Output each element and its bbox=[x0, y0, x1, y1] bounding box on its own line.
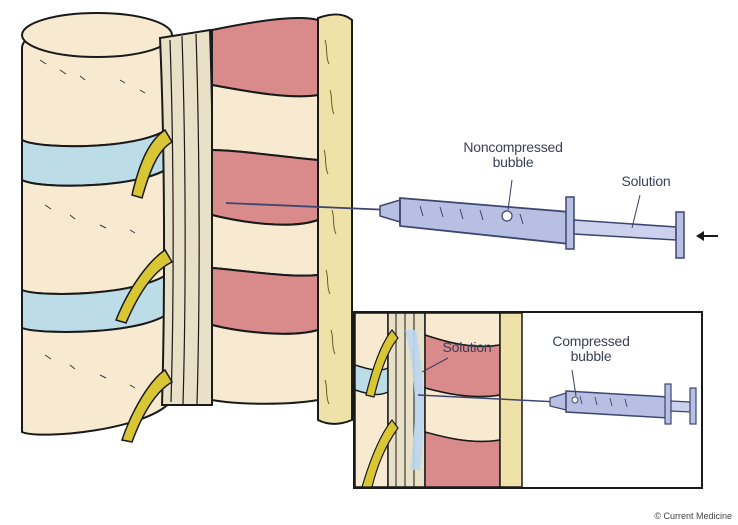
copyright-credit: © Current Medicine bbox=[654, 511, 732, 521]
lamina-3 bbox=[212, 325, 318, 404]
label-solution-main: Solution bbox=[608, 174, 684, 189]
left-arrow-icon bbox=[696, 231, 718, 241]
posterior-elements bbox=[212, 18, 318, 404]
label-solution-inset: Solution bbox=[432, 340, 502, 355]
label-compressed-bubble: Compressed bubble bbox=[536, 334, 646, 364]
vertebral-column bbox=[22, 13, 172, 435]
lamina-1 bbox=[212, 85, 318, 160]
main-syringe-flange bbox=[566, 197, 574, 249]
lamina-2 bbox=[212, 215, 318, 276]
compressed-bubble-icon bbox=[572, 397, 578, 403]
bubble-icon bbox=[502, 211, 512, 221]
outer-tissue bbox=[318, 14, 352, 423]
ligament-top bbox=[212, 18, 318, 96]
ligament-3 bbox=[212, 268, 318, 334]
main-syringe-plunger bbox=[574, 220, 676, 240]
main-syringe-barrel bbox=[400, 198, 570, 244]
ligament-2 bbox=[212, 150, 318, 225]
main-syringe-hub bbox=[380, 200, 400, 222]
vertebra-top-cap bbox=[22, 13, 172, 57]
label-noncompressed-bubble: Noncompressed bubble bbox=[448, 140, 578, 170]
spinal-canal bbox=[160, 30, 213, 405]
main-syringe-plunger-cap bbox=[676, 212, 684, 258]
inset-panel bbox=[354, 312, 702, 488]
